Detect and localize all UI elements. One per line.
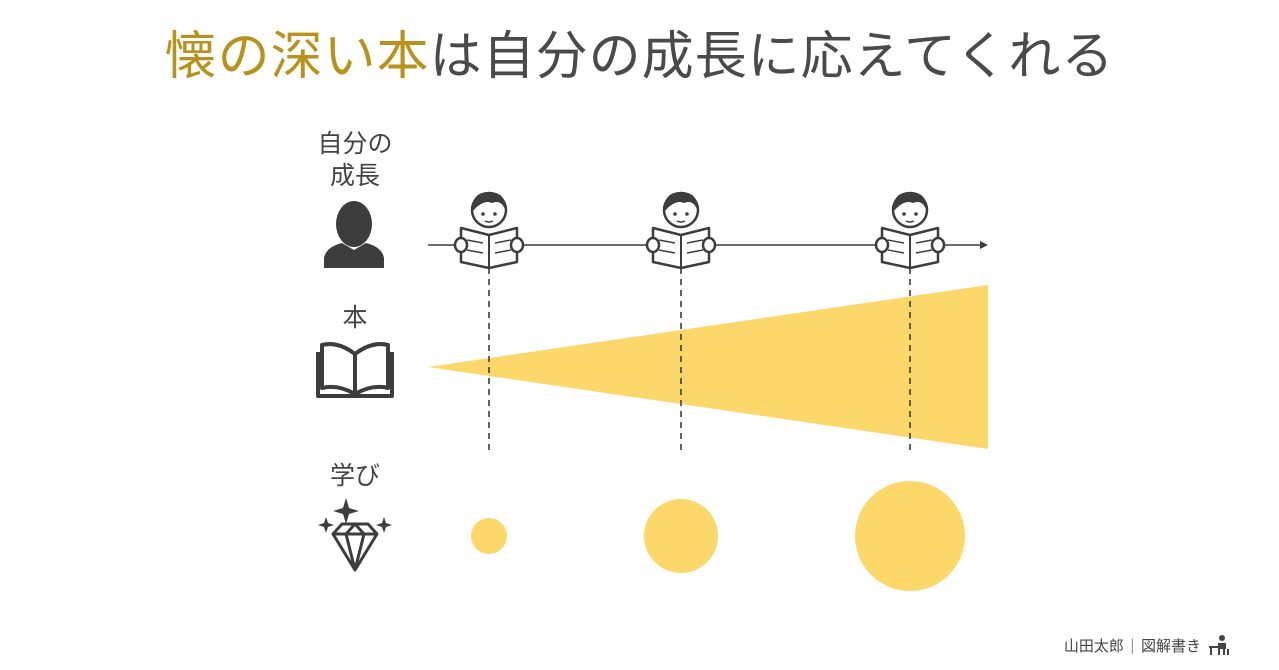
learning-circle-medium (644, 499, 718, 573)
title-rest: は自分の成長に応えてくれる (429, 27, 1115, 87)
page-title: 懐の深い本は自分の成長に応えてくれる (0, 22, 1279, 92)
growth-label-line2: 成長 (329, 161, 380, 190)
credit-author: 山田太郎 (1063, 636, 1124, 655)
growth-label: 自分の 成長 (300, 128, 410, 192)
learning-circle-small (471, 518, 507, 554)
reading-person-icon (874, 191, 946, 270)
credit-separator: | (1129, 636, 1135, 654)
title-highlight: 懐の深い本 (164, 27, 430, 87)
credit: 山田太郎 | 図解書き (1064, 634, 1231, 656)
sparkling-diamond-icon (318, 498, 392, 572)
book-depth-wedge (428, 285, 988, 449)
timeline-arrowhead (980, 241, 988, 249)
growth-label-line1: 自分の (317, 129, 393, 158)
learning-label: 学び (329, 461, 380, 490)
open-book-icon (316, 342, 394, 398)
reading-person-icon (645, 191, 717, 270)
learning-circle-large (855, 481, 965, 591)
stage-guides (488, 268, 911, 452)
credit-brand: 図解書き (1140, 636, 1201, 655)
book-label: 本 (342, 303, 368, 332)
writer-at-desk-icon (1209, 635, 1229, 655)
reading-person-icon (453, 191, 525, 270)
person-silhouette-icon (324, 201, 384, 268)
